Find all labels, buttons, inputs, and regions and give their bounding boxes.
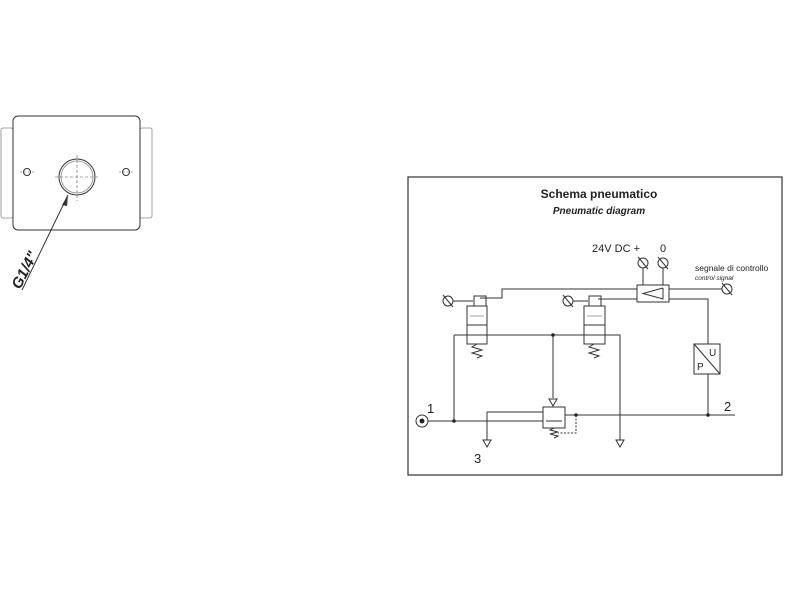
right-flange (139, 127, 153, 219)
control-label: segnale di controllo (695, 263, 769, 273)
port-3-label: 3 (474, 451, 481, 466)
control-sublabel: control signal (695, 275, 734, 282)
terminal-icon (637, 256, 649, 270)
exhaust-icon (615, 439, 625, 449)
power-label: 24V DC + (592, 243, 640, 255)
left-flange (0, 127, 14, 219)
solenoid-valve-1 (466, 295, 488, 359)
port-1-label: 1 (427, 401, 434, 416)
port-2-label: 2 (724, 399, 731, 414)
schematic-frame (407, 176, 783, 476)
mounting-hole (122, 168, 130, 176)
exhaust-icon (482, 439, 492, 449)
supply-port-icon (415, 414, 429, 428)
body-outline (12, 115, 141, 231)
arrow-head-icon (62, 195, 68, 206)
port-size-label: G1/4" (8, 248, 42, 292)
schematic-title: Schema pneumatico (541, 187, 658, 201)
svg-text:U: U (709, 348, 716, 359)
mounting-hole (23, 168, 31, 176)
svg-text:P: P (697, 362, 704, 373)
pressure-transducer: U P (693, 343, 721, 375)
schematic-subtitle: Pneumatic diagram (553, 206, 645, 217)
solenoid-valve-2 (583, 295, 606, 359)
terminal-icon (721, 282, 733, 296)
zero-label: 0 (660, 243, 666, 255)
amplifier-triangle-icon (641, 287, 664, 300)
terminal-icon (562, 294, 574, 308)
leader-line (21, 194, 69, 291)
pressure-regulator (542, 398, 577, 439)
terminal-icon (657, 256, 669, 270)
terminal-icon (442, 294, 454, 308)
valve-body-front-view: G1/4" (0, 115, 153, 292)
amplifier-block (636, 284, 670, 303)
pneumatic-schematic: Schema pneumatico Pneumatic diagram 24V … (407, 176, 783, 476)
